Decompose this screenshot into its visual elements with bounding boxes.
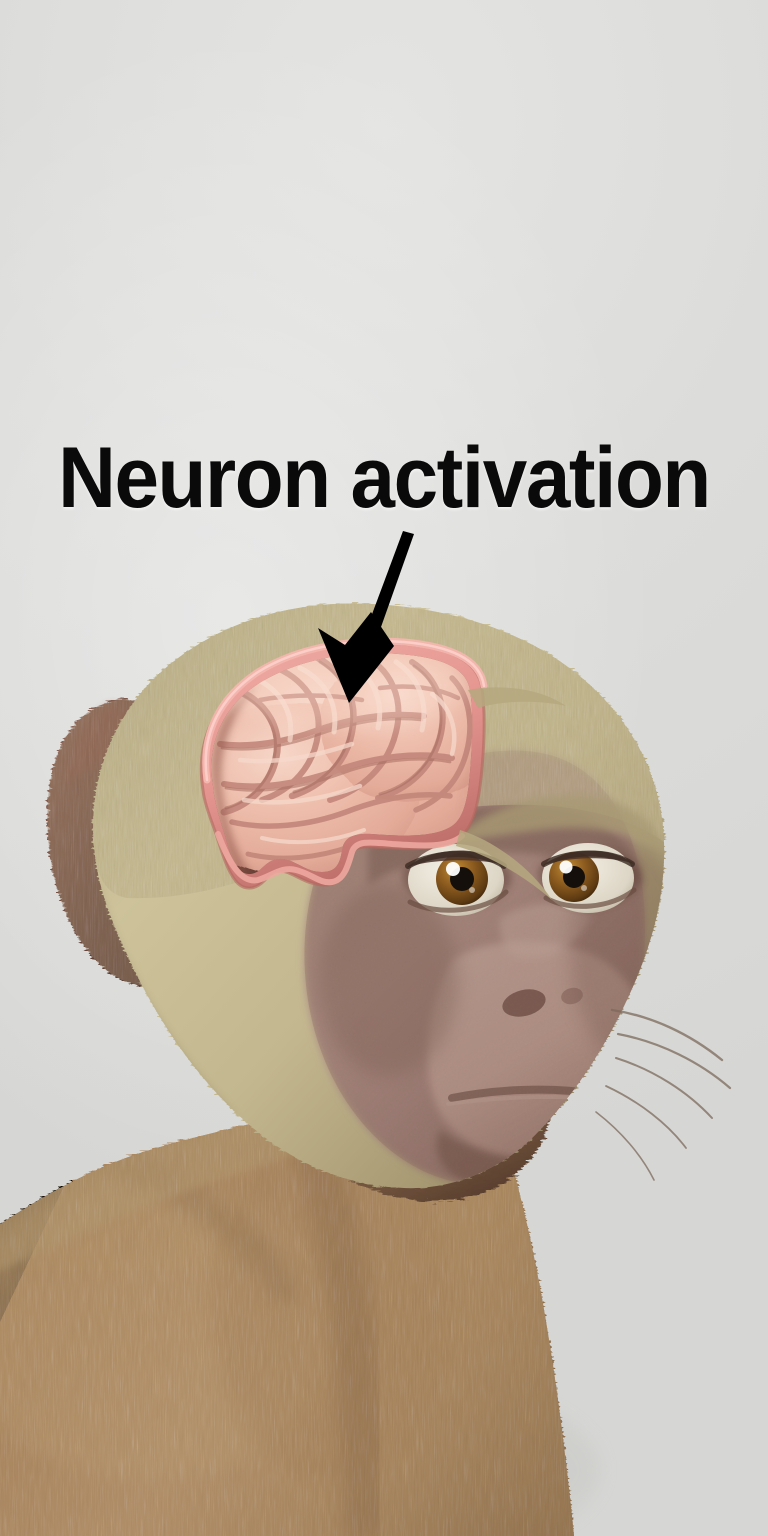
whiskers bbox=[595, 1008, 732, 1181]
exposed-brain bbox=[199, 637, 488, 890]
fur-over-brain-edge bbox=[456, 687, 566, 900]
caption-text: Neuron activation bbox=[58, 430, 711, 526]
monkey-eyes bbox=[402, 843, 642, 916]
